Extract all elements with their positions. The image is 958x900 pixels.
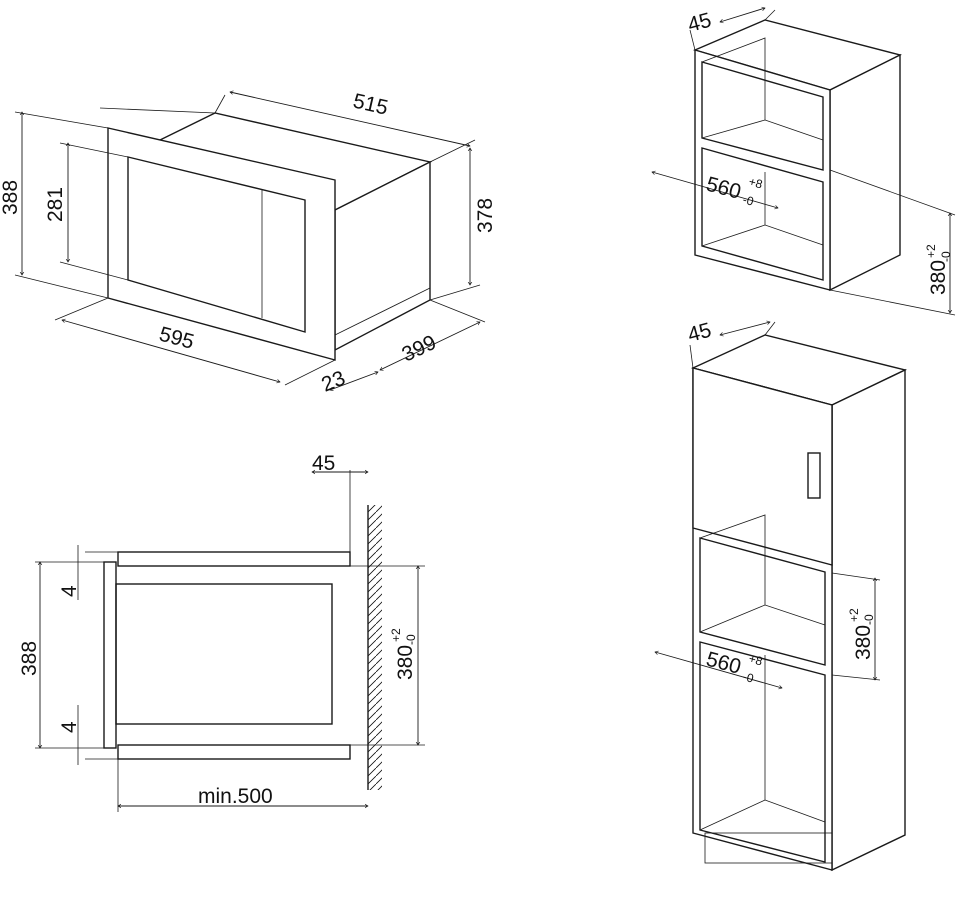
dim-body-height: 378 bbox=[474, 198, 497, 233]
tol-minus: -0 bbox=[741, 192, 755, 208]
window bbox=[127, 156, 306, 333]
cabinet-tall-view: 45 380 +2 -0 560 +8 -0 bbox=[655, 319, 908, 872]
dim-total-height: 388 bbox=[0, 180, 22, 215]
dim-gap-bottom: 4 bbox=[58, 721, 81, 733]
tol-plus: +8 bbox=[747, 174, 764, 191]
dim-clearance: 45 bbox=[685, 319, 714, 347]
tol-plus: +2 bbox=[847, 608, 861, 622]
door-handle bbox=[807, 452, 821, 499]
tol-minus: -0 bbox=[741, 669, 755, 685]
dim-height: 380 bbox=[927, 260, 950, 295]
dim-frame-depth: 23 bbox=[318, 367, 348, 397]
dim-min-depth: min.500 bbox=[198, 785, 273, 808]
dim-height: 388 bbox=[18, 641, 41, 676]
dim-width: 595 bbox=[157, 323, 197, 354]
tol-plus: +2 bbox=[924, 244, 938, 258]
cabinet-top-view: 45 560 +8 -0 380 +2 -0 bbox=[652, 8, 956, 316]
dim-body-depth: 399 bbox=[398, 331, 439, 367]
dim-depth: 515 bbox=[351, 89, 390, 119]
tol-plus: +8 bbox=[747, 651, 764, 668]
dim-window-height: 281 bbox=[44, 187, 67, 222]
dim-height: 380 bbox=[852, 625, 875, 660]
tol-plus: +2 bbox=[389, 628, 403, 642]
tol-minus: -0 bbox=[404, 634, 418, 645]
dim-clearance: 45 bbox=[312, 452, 335, 475]
tol-minus: -0 bbox=[862, 614, 876, 625]
section-view: 45 4 4 388 380 +2 -0 min.500 bbox=[18, 452, 425, 812]
dim-clearance: 45 bbox=[685, 9, 714, 37]
microwave-perspective: 515 388 281 378 595 399 23 bbox=[0, 89, 497, 396]
door-panel bbox=[692, 367, 833, 566]
tol-minus: -0 bbox=[939, 251, 953, 262]
dim-opening: 380 bbox=[394, 645, 417, 680]
dim-gap-top: 4 bbox=[58, 585, 81, 597]
